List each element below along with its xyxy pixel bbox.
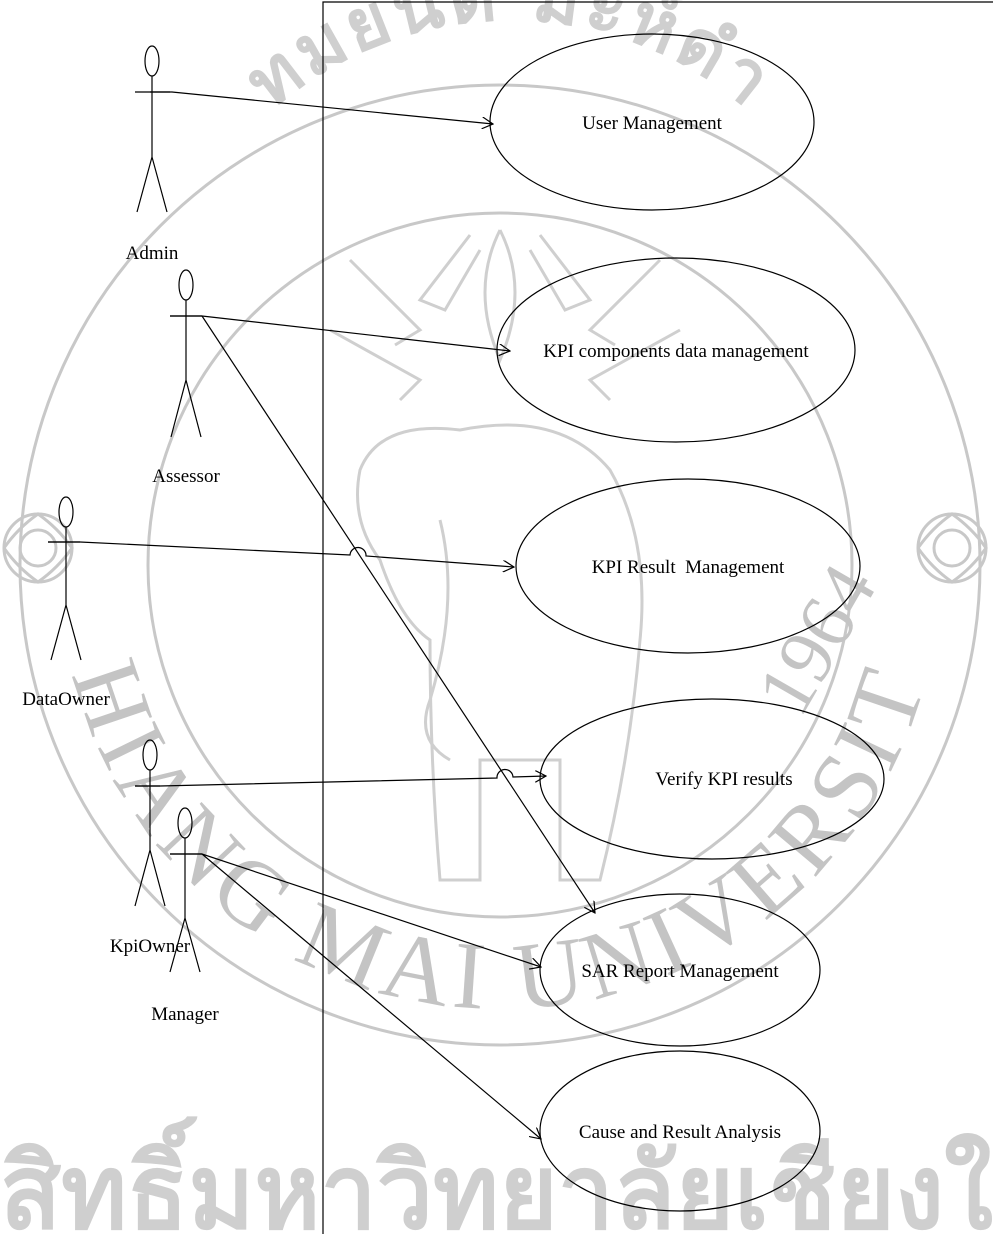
- use-case-label: Verify KPI results: [655, 769, 792, 790]
- use-case-label: KPI Result Management: [592, 557, 785, 578]
- system-boundary: [323, 2, 993, 1234]
- actor-admin: Admin: [126, 46, 179, 264]
- actor-label: Manager: [151, 1004, 219, 1025]
- watermark-thai-top: ทมยนต์ มะห์ดํา: [229, 0, 790, 124]
- use-case-label: SAR Report Management: [581, 961, 779, 982]
- actor-assessor: Assessor: [152, 270, 220, 487]
- actor-label: DataOwner: [22, 689, 110, 710]
- svg-text:CHIANG MAI UNIVERSITY: CHIANG MAI UNIVERSITY: [0, 0, 947, 1031]
- use-case-label: User Management: [582, 113, 723, 134]
- svg-text:ทมยนต์ มะห์ดํา: ทมยนต์ มะห์ดํา: [229, 0, 790, 124]
- watermark-arc-text: CHIANG MAI UNIVERSITY: [0, 0, 947, 1031]
- actor-label: Admin: [126, 243, 179, 264]
- actor-label: Assessor: [152, 466, 220, 487]
- use-case-label: Cause and Result Analysis: [579, 1122, 781, 1143]
- watermark-flower-right: [918, 514, 986, 582]
- watermark-thai-bottom: สิทธิ์มหาวิทยาลัยเชียงใ: [0, 1116, 993, 1234]
- use-case-label: KPI components data management: [543, 341, 809, 362]
- watermark-emblem: [330, 230, 680, 880]
